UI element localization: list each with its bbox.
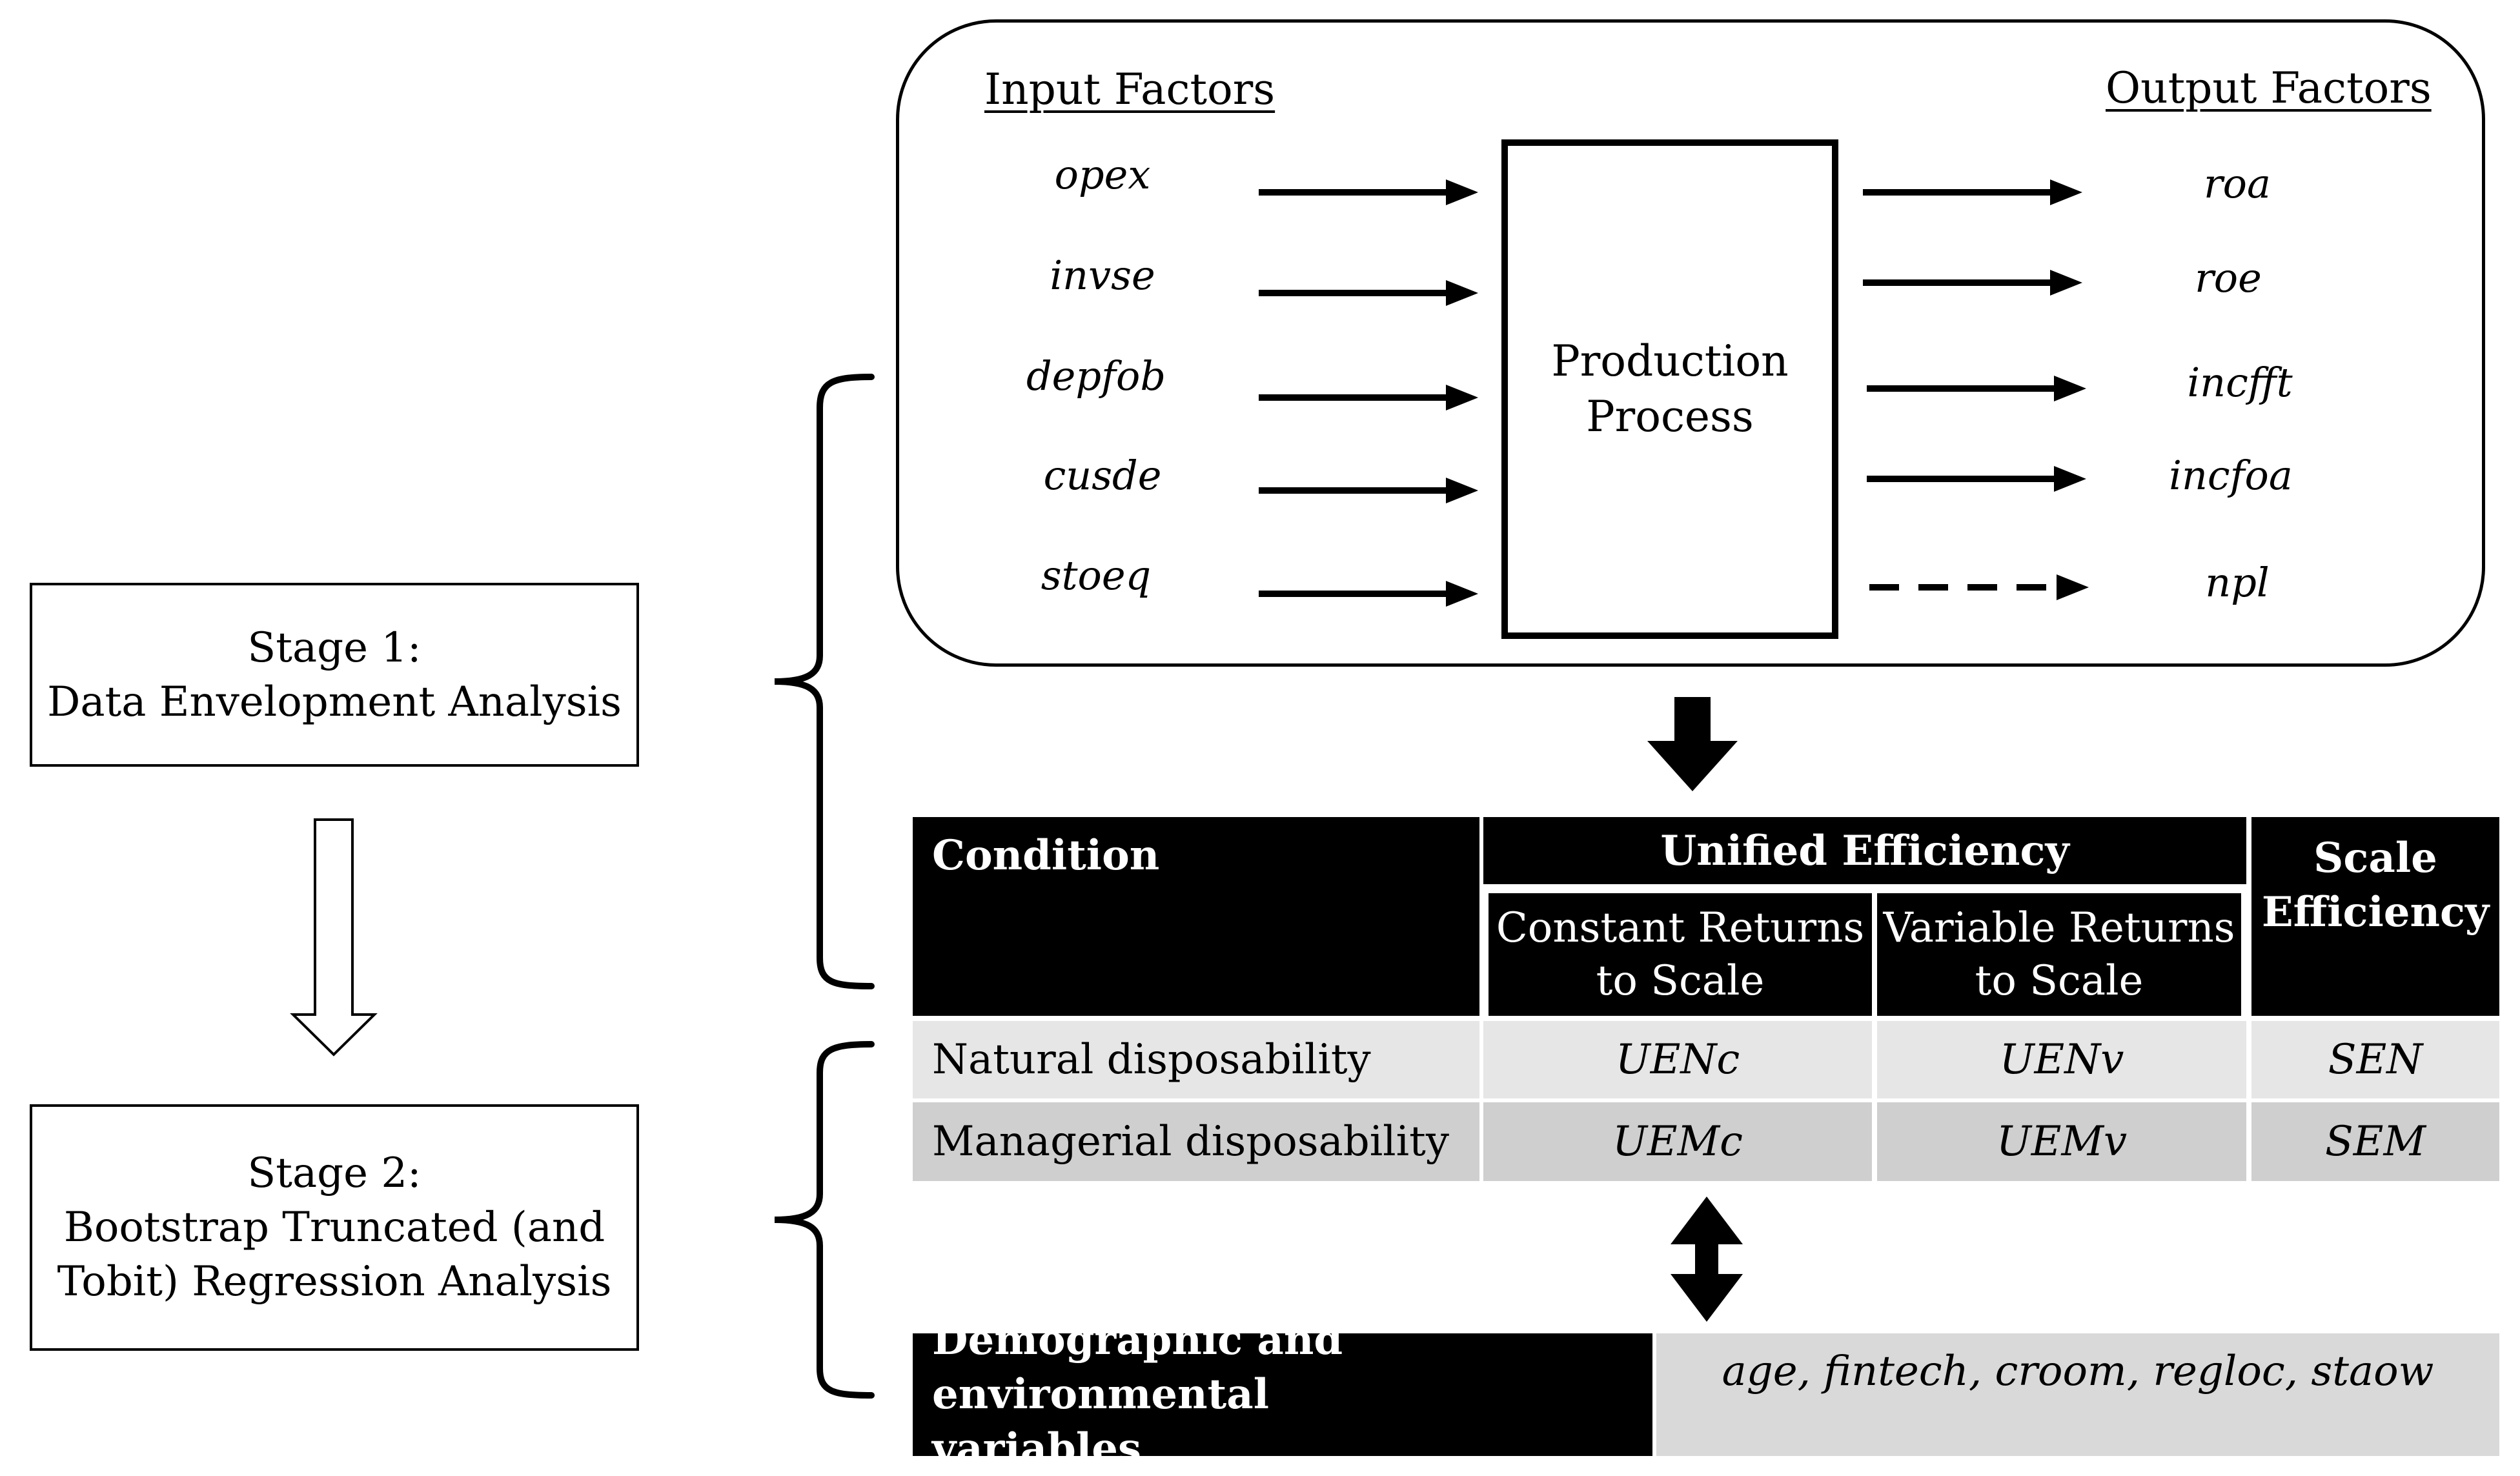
- process-line-2: Process: [1586, 392, 1754, 441]
- input-variable-cusde: cusde: [1043, 452, 1162, 499]
- output-variable-incfft: incfft: [2187, 359, 2293, 406]
- output-arrows: [1863, 179, 2089, 600]
- crs-header: Constant Returns to Scale: [1489, 893, 1872, 1016]
- row-managerial-condition: Managerial disposability: [913, 1102, 1479, 1181]
- double-vertical-arrow-icon: [1671, 1197, 1743, 1322]
- stage-2-box: Stage 2: Bootstrap Truncated (and Tobit)…: [30, 1104, 639, 1351]
- output-variable-incfoa: incfoa: [2169, 452, 2293, 499]
- stage-1-title: Stage 1:: [247, 623, 422, 672]
- production-process-box: Production Process: [1501, 139, 1838, 639]
- stage-2-brace: [774, 1041, 875, 1399]
- row-managerial-scale: SEM: [2251, 1102, 2499, 1181]
- arrow-icon: [1259, 280, 1478, 306]
- arrow-icon: [1863, 179, 2082, 205]
- process-line-1: Production: [1551, 336, 1789, 386]
- stage-1-box: Stage 1: Data Envelopment Analysis: [30, 583, 639, 767]
- row-natural-scale: SEN: [2251, 1021, 2499, 1098]
- arrow-icon: [1863, 270, 2082, 296]
- arrow-icon: [1259, 179, 1478, 205]
- stage-2-line-1: Bootstrap Truncated (and: [63, 1204, 605, 1251]
- input-variable-invse: invse: [1050, 252, 1155, 299]
- input-variable-stoeq: stoeq: [1041, 552, 1152, 599]
- arrow-icon: [1259, 581, 1478, 607]
- stage-2-title: Stage 2:: [247, 1149, 422, 1197]
- condition-header: Condition: [913, 817, 1479, 1016]
- output-variable-npl: npl: [2205, 559, 2270, 606]
- input-variable-depfob: depfob: [1026, 352, 1166, 399]
- dashed-arrow-icon: [1869, 574, 2089, 600]
- row-natural-crs: UENc: [1483, 1021, 1872, 1098]
- arrow-icon: [1259, 385, 1478, 410]
- hollow-down-arrow-icon: [290, 818, 378, 1056]
- unified-subheader-outline: [1481, 887, 2249, 1021]
- block-down-arrow-icon: [1647, 697, 1738, 791]
- dea-frame: [896, 19, 2485, 667]
- row-natural-vrs: UENv: [1877, 1021, 2246, 1098]
- arrow-icon: [1867, 376, 2086, 401]
- scale-efficiency-header: Scale Efficiency: [2251, 817, 2499, 1016]
- unified-efficiency-header: Unified Efficiency: [1483, 817, 2246, 884]
- output-variable-roe: roe: [2195, 254, 2262, 301]
- demographic-values: age, fintech, croom, regloc, staow: [1656, 1333, 2499, 1456]
- input-variable-opex: opex: [1054, 151, 1151, 198]
- output-variable-roa: roa: [2204, 160, 2271, 207]
- stage-1-brace: [774, 374, 875, 989]
- arrow-icon: [1259, 478, 1478, 503]
- input-factors-header: Input Factors: [984, 65, 1275, 114]
- vrs-header: Variable Returns to Scale: [1877, 893, 2241, 1016]
- input-arrows: [1259, 179, 1478, 607]
- row-managerial-crs: UEMc: [1483, 1102, 1872, 1181]
- stage-2-line-2: Tobit) Regression Analysis: [57, 1258, 612, 1306]
- row-managerial-vrs: UEMv: [1877, 1102, 2246, 1181]
- output-factors-header: Output Factors: [2106, 63, 2432, 113]
- arrow-icon: [1867, 466, 2086, 492]
- row-natural-condition: Natural disposability: [913, 1021, 1479, 1098]
- stage-1-subtitle: Data Envelopment Analysis: [47, 678, 622, 726]
- demographic-label: Demographic and environmental variables: [913, 1316, 1652, 1473]
